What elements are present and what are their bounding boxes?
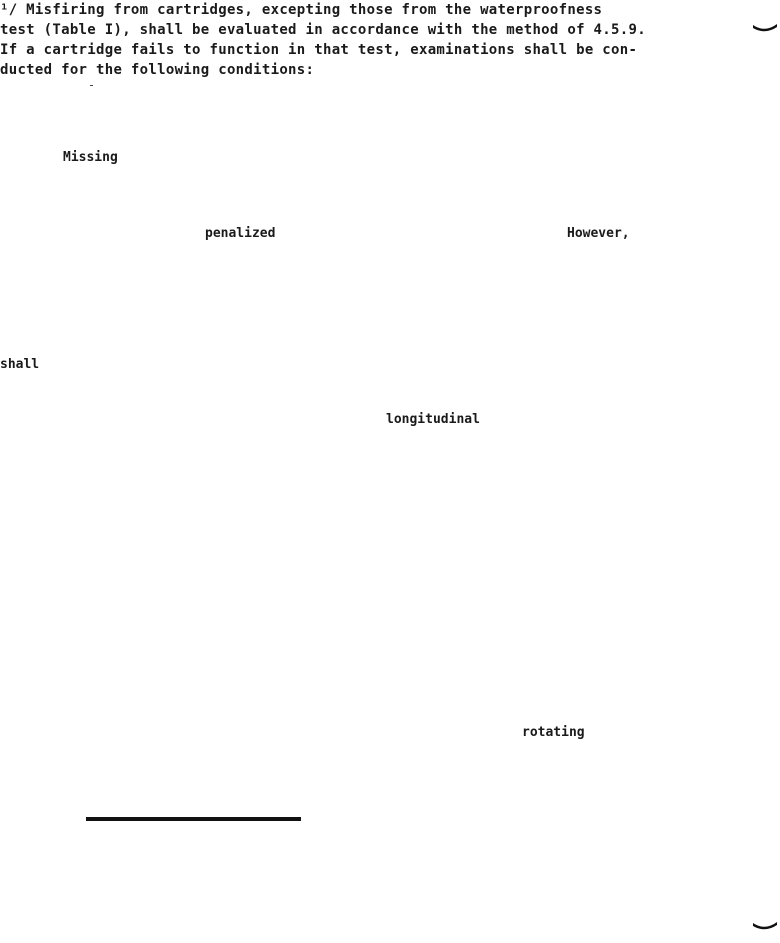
word-shall: shall: [0, 357, 40, 372]
word-missing: Missing: [63, 150, 118, 165]
footnote-separator-rule: [86, 817, 301, 821]
scan-tick-mark: [90, 85, 93, 86]
paragraph-line-4: ducted for the following conditions:: [0, 62, 315, 78]
corner-mark-bottom-icon: [753, 922, 777, 930]
word-penalized: penalized: [205, 226, 276, 241]
paragraph-line-1: ¹/ Misfiring from cartridges, excepting …: [0, 2, 603, 18]
corner-mark-top-icon: [753, 24, 777, 32]
word-rotating: rotating: [522, 725, 585, 740]
paragraph-line-3: If a cartridge fails to function in that…: [0, 42, 638, 58]
word-longitudinal: longitudinal: [386, 412, 480, 427]
paragraph-line-2: test (Table I), shall be evaluated in ac…: [0, 22, 646, 38]
word-however: However,: [567, 226, 630, 241]
